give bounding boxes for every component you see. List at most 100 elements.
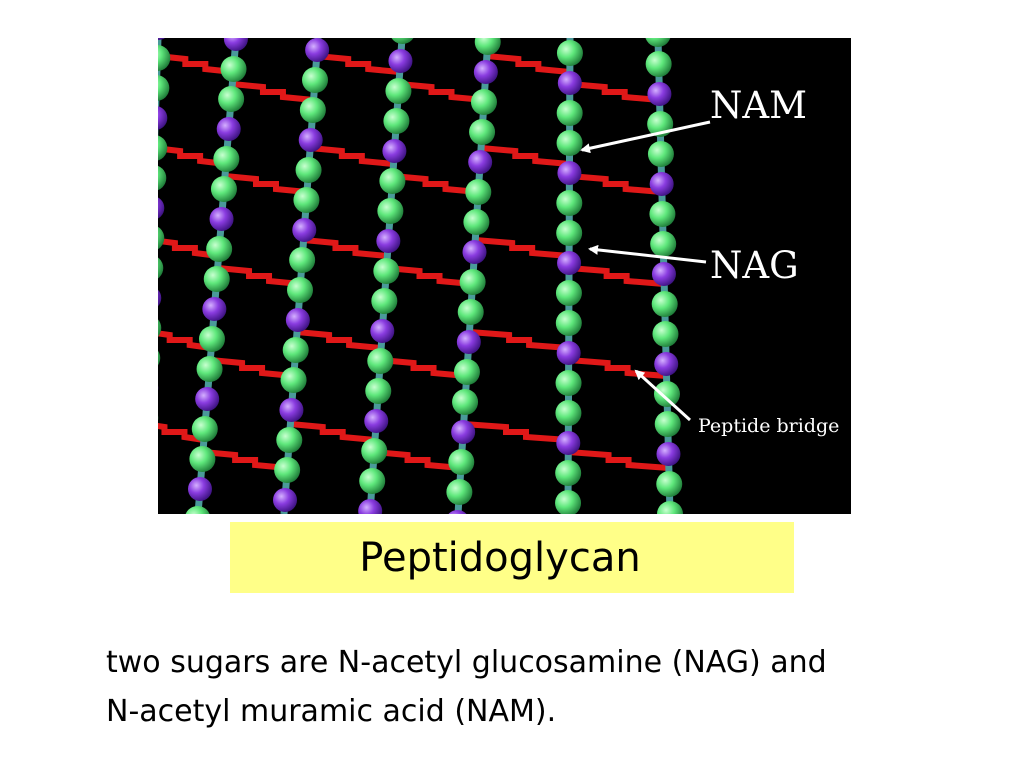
nam-sphere [187, 477, 212, 501]
nam-sphere [273, 488, 297, 512]
nag-label: NAG [710, 244, 799, 287]
nag-sphere [385, 78, 412, 104]
nag-sphere [555, 280, 582, 306]
peptide-bridge [290, 421, 376, 443]
nam-sphere [556, 341, 581, 365]
nam-sphere [557, 161, 582, 185]
nag-sphere [213, 146, 240, 172]
nag-sphere [274, 457, 301, 483]
nag-sphere [158, 75, 170, 101]
peptide-bridge [568, 357, 667, 379]
peptide-bridge [486, 53, 571, 75]
nam-sphere [158, 38, 165, 40]
peptide-bridge [217, 265, 301, 287]
nam-sphere [158, 289, 162, 307]
nag-sphere [367, 348, 394, 374]
nag-sphere [206, 236, 233, 262]
nam-arrow [580, 120, 711, 154]
nag-sphere [203, 266, 230, 292]
nag-sphere [452, 389, 479, 415]
nag-sphere [383, 108, 410, 134]
nam-sphere [209, 207, 234, 231]
nam-sphere [158, 106, 168, 130]
nag-sphere [158, 135, 168, 161]
nag-arrow [588, 244, 707, 264]
nam-sphere [202, 297, 227, 321]
nag-sphere [287, 277, 313, 303]
nag-sphere [650, 231, 677, 257]
nag-sphere [645, 51, 672, 77]
peptide-bridge [380, 357, 467, 379]
nam-sphere [656, 442, 681, 466]
nam-sphere [388, 49, 413, 73]
peptide-bridge [475, 237, 570, 259]
nag-sphere [359, 468, 386, 494]
nag-sphere [555, 400, 582, 426]
peptide-bridge [309, 145, 394, 167]
peptide-bridge [463, 421, 569, 443]
nag-sphere [470, 89, 497, 115]
glycan-strand [358, 38, 414, 514]
nag-sphere [158, 319, 162, 337]
peptide-bridge [303, 237, 388, 259]
nag-sphere [196, 356, 223, 382]
nag-sphere [185, 506, 210, 514]
nag-sphere [379, 168, 406, 194]
peptide-bridge [158, 422, 205, 443]
peptide-bridge [316, 53, 400, 75]
glycan-strand [273, 38, 330, 514]
nag-sphere [289, 247, 316, 273]
caption-box: Peptidoglycan [230, 522, 794, 593]
nam-sphere [298, 128, 323, 152]
nam-sphere [451, 420, 476, 444]
nam-sphere [364, 409, 389, 433]
peptide-bridge [232, 81, 314, 103]
nag-sphere [653, 381, 680, 407]
nag-sphere [654, 411, 681, 437]
glycan-strand [645, 38, 683, 514]
nam-sphere [456, 330, 481, 354]
nag-sphere [361, 438, 388, 464]
peptide-bridge [386, 265, 473, 287]
peptide-bridge [392, 173, 479, 195]
peptidoglycan-diagram: NAM NAG Peptide bridge [158, 38, 851, 514]
nag-sphere [299, 97, 326, 123]
nag-sphere [556, 100, 583, 126]
nag-sphere [556, 190, 583, 216]
nam-sphere [358, 499, 383, 514]
peptide-bridge [296, 329, 382, 351]
nag-sphere [191, 416, 218, 442]
nag-sphere [463, 209, 490, 235]
nag-sphere [371, 288, 398, 314]
nag-sphere [158, 45, 171, 71]
nag-sphere [158, 165, 167, 191]
nag-sphere [457, 299, 484, 325]
nag-sphere [365, 378, 392, 404]
peptide-bridge [210, 357, 295, 379]
nam-sphere [448, 510, 467, 514]
nam-sphere [279, 398, 304, 422]
peptide-bridge [568, 449, 670, 471]
nam-sphere [370, 319, 395, 343]
peptide-bridge [158, 145, 227, 167]
nam-sphere [468, 150, 493, 174]
nam-sphere [382, 139, 407, 163]
peptide-bridge [469, 329, 569, 351]
peptide-bridge [480, 145, 570, 167]
peptide-bridge [373, 449, 462, 471]
glycan-strand [446, 38, 501, 514]
nag-sphere [198, 326, 225, 352]
nag-sphere [373, 258, 400, 284]
nag-sphere [649, 201, 676, 227]
nam-sphere [651, 262, 676, 286]
nag-sphere [391, 38, 414, 44]
nag-sphere [645, 38, 671, 47]
glycan-strand [158, 38, 171, 421]
nag-sphere [302, 67, 328, 93]
peptide-bridge [568, 265, 665, 287]
nag-sphere [189, 446, 216, 472]
nag-sphere [556, 130, 583, 156]
diagram-caption: Peptidoglycan [359, 534, 641, 581]
nam-label: NAM [710, 84, 807, 127]
nag-sphere [276, 427, 303, 453]
